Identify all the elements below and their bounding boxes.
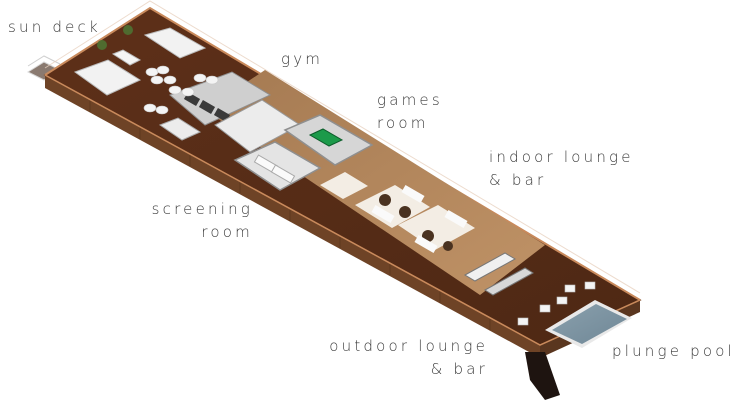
label-line: & bar <box>430 360 488 378</box>
label-outdoor-lounge-bar: outdoor lounge & bar <box>328 337 488 379</box>
gym-area <box>169 71 272 126</box>
games-room <box>283 114 374 166</box>
label-sun-deck: sun deck <box>8 18 101 37</box>
label-line: indoor lounge <box>489 148 634 166</box>
outdoor-lounge-tables <box>517 281 596 326</box>
label-indoor-lounge-bar: indoor lounge & bar <box>489 148 634 190</box>
label-screening-room: screening room <box>150 200 253 242</box>
lower-stair <box>525 352 560 400</box>
pool-table <box>308 128 344 147</box>
sun-deck-furniture <box>73 25 219 141</box>
label-games-room: games room <box>377 91 443 133</box>
plunge-pool <box>545 300 632 348</box>
label-gym: gym <box>281 50 323 69</box>
label-line: gym <box>281 50 324 68</box>
label-line: & bar <box>489 171 547 189</box>
label-line: outdoor lounge <box>329 337 488 355</box>
label-line: games <box>377 91 443 109</box>
label-line: room <box>377 114 429 132</box>
indoor-bar <box>463 252 534 296</box>
label-line: plunge pool <box>612 342 735 360</box>
label-line: sun deck <box>8 18 101 36</box>
label-plunge-pool: plunge pool <box>612 342 735 361</box>
label-line: screening <box>151 200 253 218</box>
indoor-lounge <box>320 172 475 253</box>
label-line: room <box>201 223 253 241</box>
screening-room <box>233 141 322 191</box>
